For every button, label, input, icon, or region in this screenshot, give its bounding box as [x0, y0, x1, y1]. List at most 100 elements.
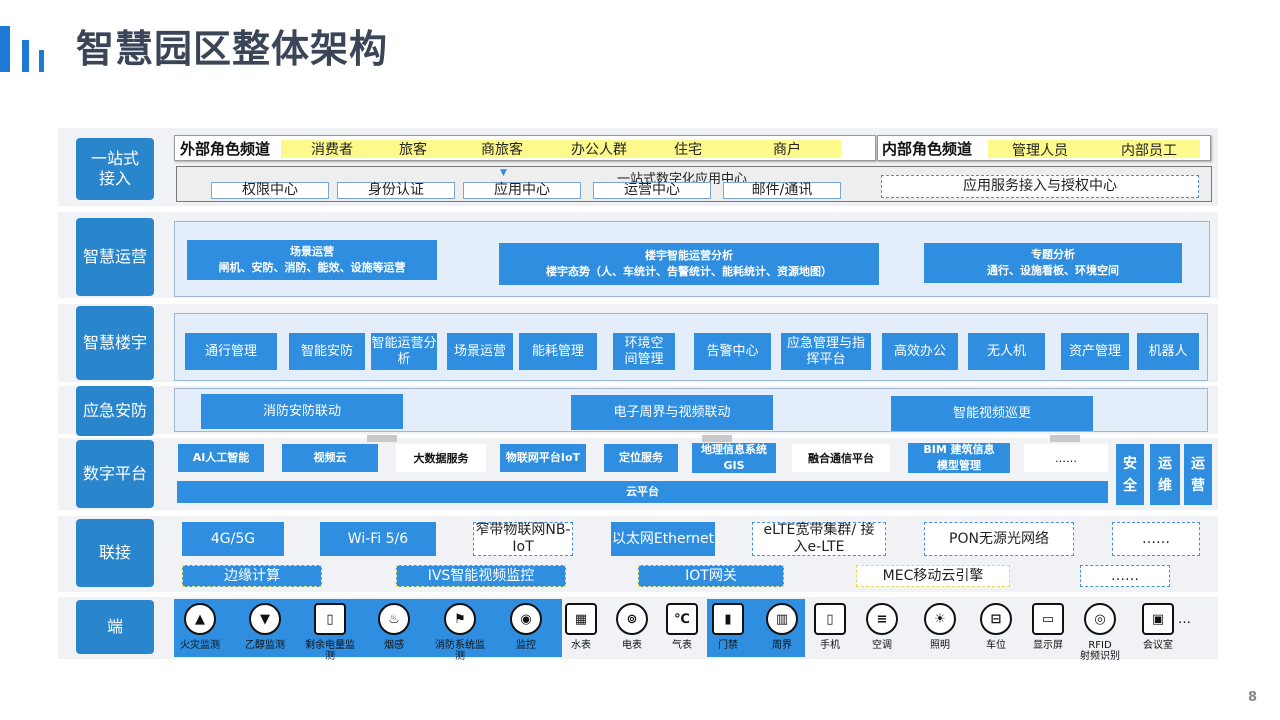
terminal-item: ▯ 手机: [804, 603, 856, 657]
terminal-item: ▦ 水表: [555, 603, 607, 657]
building-panel: 通行管理 智能安防 智能运营分析 场景运营 能耗管理 环境空间管理 告警中心 应…: [174, 313, 1208, 381]
ext-item-3: 商旅客: [481, 142, 523, 158]
terminal-item: ▯ 剩余电量监测: [304, 603, 356, 662]
terminal-label: 会议室: [1143, 640, 1173, 651]
center-item-ops: 运营中心: [593, 182, 711, 199]
connect-mec: MEC移动云引擎: [856, 565, 1010, 587]
ext-item-5: 住宅: [674, 142, 702, 158]
internal-channel-panel: 内部角色频道 管理人员 内部员工: [877, 135, 1211, 161]
terminal-label: 火灾监测: [180, 640, 220, 651]
terminal-more: …: [1178, 612, 1191, 627]
ext-item-1: 消费者: [311, 142, 353, 158]
center-item-permission: 权限中心: [211, 182, 329, 199]
terminal-item: ▲火灾监测: [174, 603, 226, 657]
digital-side-maintenance: 运维: [1150, 444, 1180, 505]
terminal-item: ▭显示屏: [1022, 603, 1074, 657]
connect-edge-computing: 边缘计算: [182, 565, 322, 587]
building-item-8: 应急管理与指挥平台: [781, 333, 871, 370]
connect-ivs: IVS智能视频监控: [396, 565, 566, 587]
connect-iot-gateway: IOT网关: [638, 565, 784, 587]
building-item-7: 告警中心: [694, 333, 771, 370]
terminal-label: 手机: [820, 640, 840, 651]
camera-icon: ◉: [510, 603, 542, 635]
internal-channel-items: 管理人员 内部员工: [988, 140, 1200, 159]
connector-2: [702, 435, 732, 442]
terminal-label: 水表: [571, 640, 591, 651]
building-item-2: 智能安防: [289, 333, 365, 370]
electric-meter-icon: ⊚: [616, 603, 648, 635]
connect-4g5g: 4G/5G: [182, 522, 284, 556]
terminal-item: ◉ 监控: [500, 603, 552, 657]
ops-card-desc: 闸机、安防、消防、能效、设施等运营: [218, 261, 406, 274]
external-channel-label: 外部角色频道: [180, 140, 271, 158]
row-label-emergency: 应急安防: [76, 386, 154, 436]
app-center-panel: 一站式数字化应用中心 ▼ 权限中心 身份认证 应用中心 运营中心 邮件/通讯 应…: [176, 166, 1212, 202]
ops-card-scene: 场景运营 闸机、安防、消防、能效、设施等运营: [187, 240, 437, 280]
ops-card-title: 场景运营: [290, 245, 334, 258]
connect-pon: PON无源光网络: [924, 522, 1074, 556]
digital-service-5: 定位服务: [604, 444, 678, 472]
emergency-panel: 消防安防联动 电子周界与视频联动 智能视频巡更: [174, 388, 1208, 432]
digital-service-9: ……: [1024, 444, 1108, 472]
ops-card-analysis: 楼宇智能运营分析 楼宇态势（人、车统计、告警统计、能耗统计、资源地图）: [499, 243, 879, 285]
rfid-icon: ◎: [1084, 603, 1116, 635]
ops-card-topic: 专题分析 通行、设施看板、环境空间: [924, 243, 1182, 283]
terminal-label: 车位: [986, 640, 1006, 651]
connect-nbiot: 窄带物联网NB-IoT: [473, 522, 573, 556]
terminal-label: 剩余电量监测: [305, 640, 355, 662]
digital-service-4: 物联网平台IoT: [500, 444, 586, 472]
internal-channel-label: 内部角色频道: [882, 140, 973, 158]
terminal-label: 周界: [772, 640, 792, 651]
digital-service-1: AI人工智能: [178, 444, 264, 472]
phone-icon: ▯: [814, 603, 846, 635]
smoke-detector-icon: ♨: [378, 603, 410, 635]
ext-item-2: 旅客: [399, 142, 427, 158]
ops-card-title: 楼宇智能运营分析: [645, 249, 733, 262]
digital-side-operation: 运营: [1184, 444, 1212, 505]
ext-item-6: 商户: [773, 142, 801, 158]
alcohol-sensor-icon: ▼: [249, 603, 281, 635]
terminal-label: 电表: [622, 640, 642, 651]
terminal-item: ◎RFID 射频识别: [1074, 603, 1126, 662]
row-label-digital: 数字平台: [76, 440, 154, 508]
terminal-label: 空调: [872, 640, 892, 651]
connector-1: [367, 435, 397, 442]
row-label-access: 一站式 接入: [76, 138, 154, 200]
digital-service-8: BIM 建筑信息模型管理: [908, 443, 1010, 473]
water-meter-icon: ▦: [565, 603, 597, 635]
int-item-1: 管理人员: [1012, 143, 1068, 159]
ops-card-desc: 通行、设施看板、环境空间: [987, 264, 1119, 277]
terminal-item: ☀照明: [914, 603, 966, 657]
terminal-item: ▣会议室: [1132, 603, 1184, 657]
building-item-3: 智能运营分析: [371, 333, 437, 370]
terminal-label: 监控: [516, 640, 536, 651]
terminal-item: ≡ 空调: [856, 603, 908, 657]
terminal-label: 烟感: [384, 640, 404, 651]
cloud-platform: 云平台: [177, 481, 1108, 503]
air-conditioner-icon: ≡: [866, 603, 898, 635]
digital-side-security: 安全: [1116, 444, 1144, 505]
ext-item-4: 办公人群: [571, 142, 627, 158]
emergency-item-3: 智能视频巡更: [891, 396, 1093, 431]
center-item-identity: 身份认证: [337, 182, 455, 199]
power-meter-icon: ▯: [314, 603, 346, 635]
terminal-item: ⚑消防系统监测: [434, 603, 486, 662]
terminal-item: ⊚ 电表: [606, 603, 658, 657]
display-icon: ▭: [1032, 603, 1064, 635]
terminal-item: ▼乙醇监测: [239, 603, 291, 657]
center-item-mail: 邮件/通讯: [723, 182, 841, 199]
emergency-item-2: 电子周界与视频联动: [571, 395, 773, 430]
perimeter-icon: ▥: [766, 603, 798, 635]
connect-more: ……: [1112, 522, 1200, 556]
connect-more-2: ……: [1080, 565, 1170, 587]
building-item-1: 通行管理: [185, 333, 277, 370]
page-title: 智慧园区整体架构: [76, 27, 389, 71]
access-control-icon: ▮: [712, 603, 744, 635]
terminal-label: 照明: [930, 640, 950, 651]
building-item-9: 高效办公: [882, 333, 958, 370]
terminal-item: ♨ 烟感: [368, 603, 420, 657]
down-arrow-icon: ▼: [500, 168, 507, 178]
terminal-label: 门禁: [718, 640, 738, 651]
terminal-label: 气表: [672, 640, 692, 651]
thermometer-icon: ℃: [666, 603, 698, 635]
